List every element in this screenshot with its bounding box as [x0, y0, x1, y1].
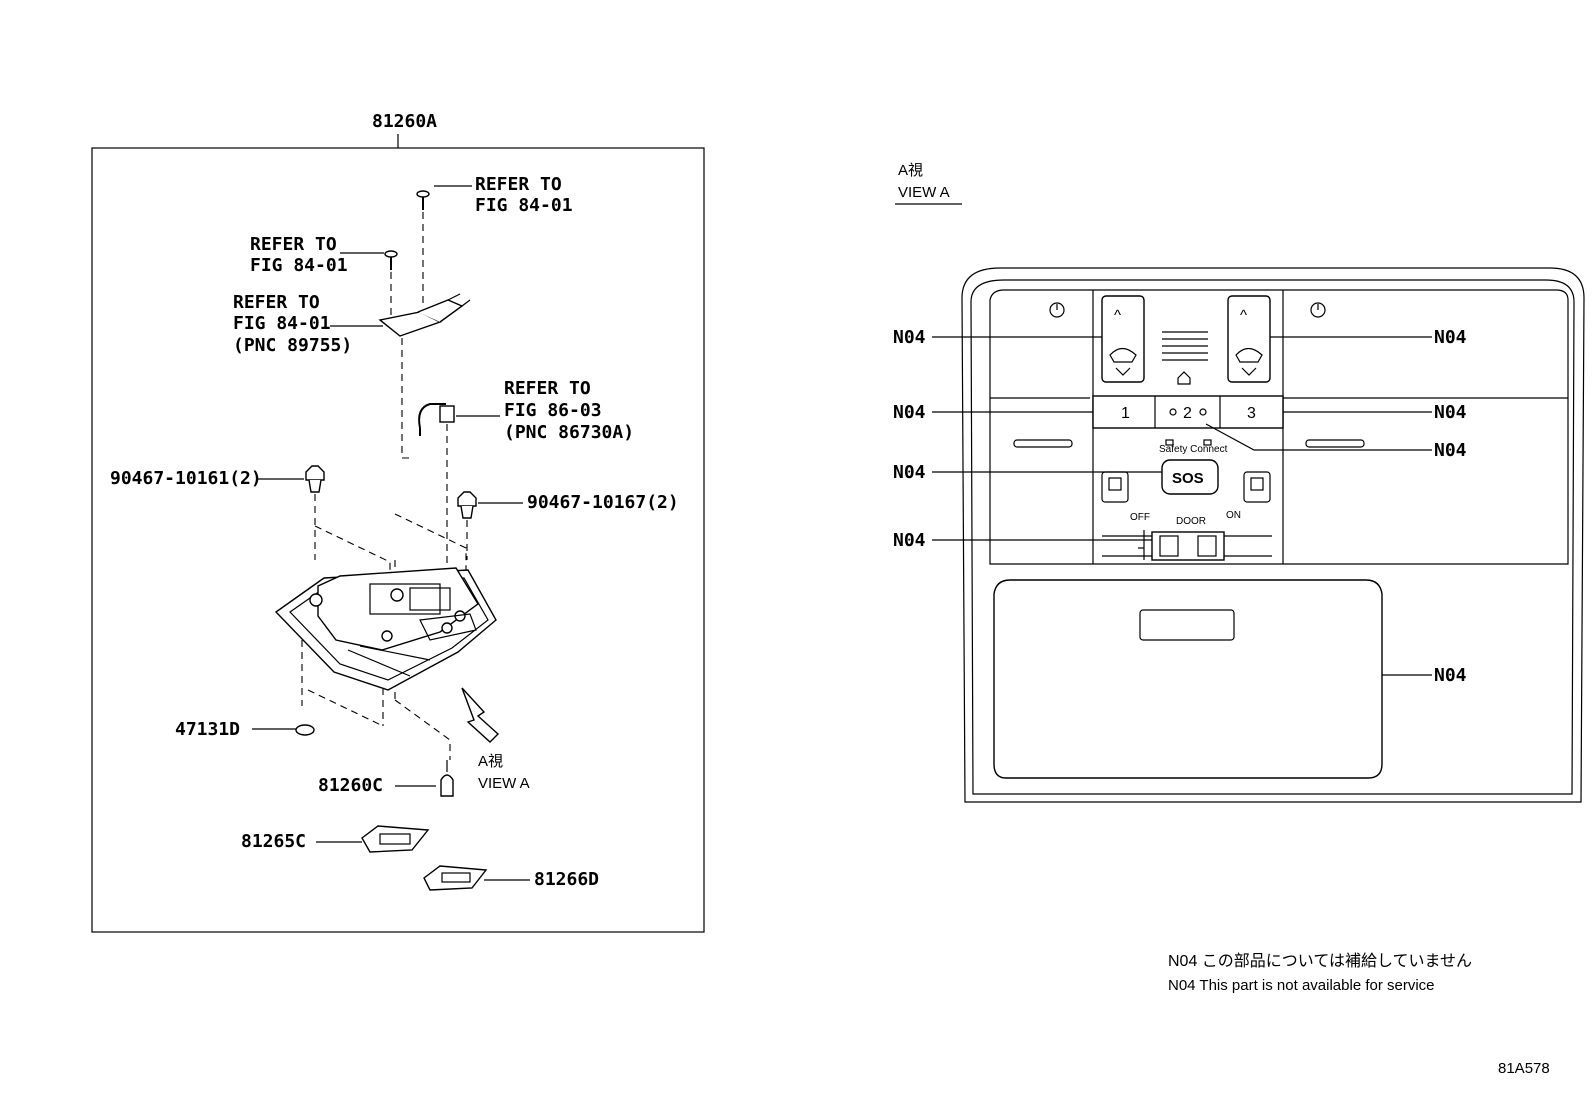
lens-81265C [361, 825, 430, 853]
safety-connect-label: Safety Connect [1159, 444, 1228, 455]
svg-text:REFER TO: REFER TO [504, 378, 591, 399]
note-en: N04 This part is not available for servi… [1168, 977, 1435, 994]
callout-n04-1: N04 [893, 327, 926, 348]
homelink-button-3: 3 [1247, 405, 1256, 422]
n04-callouts: N04 N04 N04 N04 N04 N04 N04 N04 [893, 327, 1467, 686]
screw-top [416, 190, 430, 210]
view-a-label-right-jp: A視 [898, 162, 923, 179]
refer-callout-2: REFER TO FIG 84-01 [250, 234, 384, 276]
bracket-89755 [378, 293, 471, 337]
part-label-90467-10161: 90467-10161(2) [110, 468, 262, 489]
bulb-81260C [440, 760, 454, 797]
lens-81266D [423, 865, 488, 891]
svg-text:REFER TO: REFER TO [233, 292, 320, 313]
part-label-90467-10167: 90467-10167(2) [527, 492, 679, 513]
svg-text:FIG 84-01: FIG 84-01 [233, 313, 331, 334]
sos-button: SOS [1172, 470, 1204, 487]
svg-text:FIG 84-01: FIG 84-01 [250, 255, 348, 276]
callout-n04-8: N04 [1434, 665, 1467, 686]
screw-mid [384, 250, 398, 270]
clip-90467-10167 [457, 491, 477, 519]
view-a-label-right-en: VIEW A [898, 184, 950, 201]
svg-text:REFER TO: REFER TO [475, 174, 562, 195]
svg-text:^: ^ [1114, 307, 1121, 324]
overhead-console: ^ ^ [961, 267, 1585, 803]
homelink-button-2: 2 [1183, 405, 1192, 422]
assembly-label: 81260A [372, 111, 437, 132]
off-label: OFF [1130, 512, 1150, 523]
view-a-label-left-en: VIEW A [478, 775, 530, 792]
svg-text:REFER TO: REFER TO [250, 234, 337, 255]
wire-connector-86730A [418, 403, 455, 436]
view-a-label-left-jp: A視 [478, 753, 503, 770]
svg-text:(PNC 86730A): (PNC 86730A) [504, 422, 634, 443]
refer-callout-1: REFER TO FIG 84-01 [434, 174, 573, 216]
homelink-button-1: 1 [1121, 405, 1130, 422]
svg-text:FIG 84-01: FIG 84-01 [475, 195, 573, 216]
clip-90467-10161 [305, 465, 325, 493]
refer-callout-3: REFER TO FIG 84-01 (PNC 89755) [233, 292, 383, 356]
figure-id: 81A578 [1498, 1060, 1550, 1077]
callout-n04-3: N04 [893, 402, 926, 423]
refer-callout-4: REFER TO FIG 86-03 (PNC 86730A) [456, 378, 634, 443]
callout-n04-2: N04 [1434, 327, 1467, 348]
callout-n04-5: N04 [1434, 440, 1467, 461]
callout-n04-7: N04 [893, 530, 926, 551]
part-label-47131D: 47131D [175, 719, 240, 740]
cap-47131D [295, 724, 315, 736]
svg-text:(PNC 89755): (PNC 89755) [233, 335, 352, 356]
door-label: DOOR [1176, 516, 1206, 527]
map-lamp-housing [274, 567, 497, 691]
assembly-frame [91, 147, 705, 933]
svg-text:^: ^ [1240, 307, 1247, 324]
part-label-81266D: 81266D [534, 869, 599, 890]
callout-n04-6: N04 [893, 462, 926, 483]
view-a-arrow [461, 687, 500, 743]
note-jp: N04 この部品については補給していません [1168, 952, 1472, 970]
part-label-81265C: 81265C [241, 831, 306, 852]
part-label-81260C: 81260C [318, 775, 383, 796]
on-label: ON [1226, 510, 1241, 521]
callout-n04-4: N04 [1434, 402, 1467, 423]
svg-text:FIG 86-03: FIG 86-03 [504, 400, 602, 421]
